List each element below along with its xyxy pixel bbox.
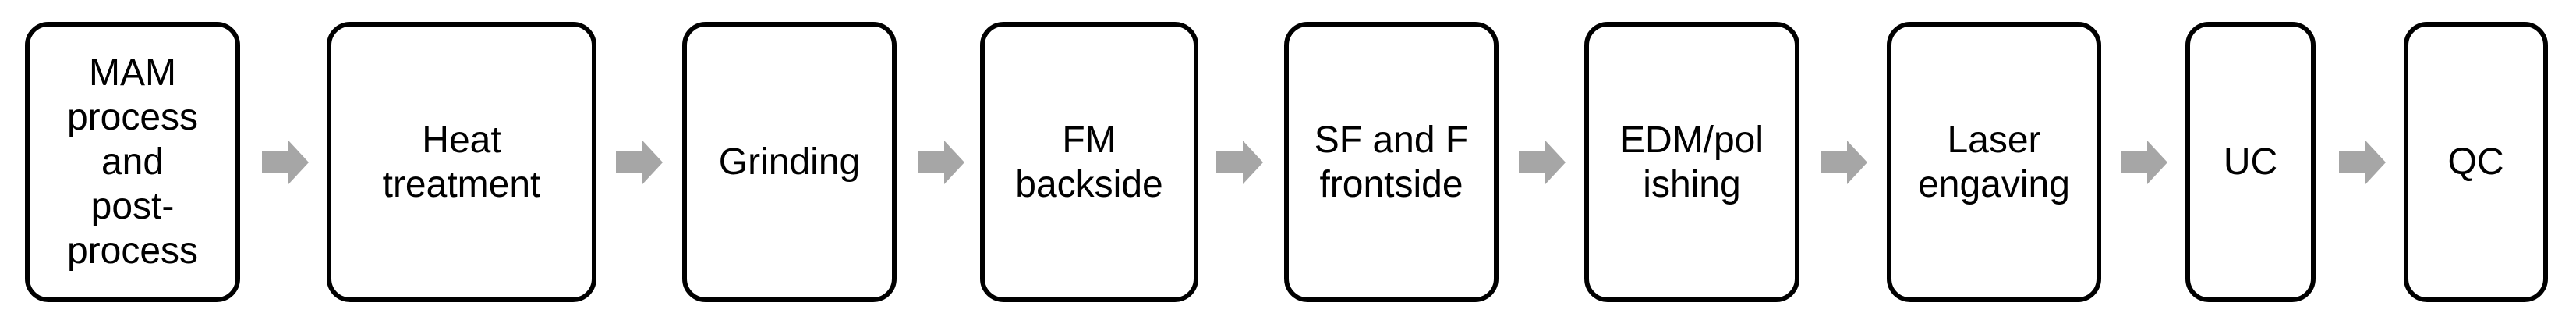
step-laser-engaving: Laser engaving [1887,22,2101,302]
step-label-line: ishing [1643,163,1741,205]
step-edm-polishing: EDM/pol ishing [1584,22,1799,302]
step-label-line: process [66,97,199,138]
step-sf-f-frontside: SF and F frontside [1284,22,1499,302]
step-mam-process: MAM process and post- process [25,22,240,302]
step-label: FM backside [1015,118,1162,207]
arrow-right-icon [1519,141,1566,184]
step-fm-backside: FM backside [980,22,1198,302]
step-grinding: Grinding [682,22,897,302]
step-label-line: frontside [1319,163,1463,205]
step-label-line: Heat [422,119,501,161]
arrow-right-icon [616,141,663,184]
step-label-line: engaving [1918,163,2070,205]
step-label-line: Grinding [718,141,861,183]
step-label-line: backside [1015,163,1163,205]
step-label-line: FM [1062,119,1116,161]
step-label-line: SF and F [1314,119,1469,161]
step-uc: UC [2185,22,2316,302]
step-label: SF and F frontside [1315,118,1468,207]
arrow-right-icon [2339,141,2386,184]
step-label-line: MAM [89,52,176,94]
step-label-line: process [66,230,199,272]
step-label-line: EDM/pol [1619,119,1764,161]
step-label-line: and [101,141,165,183]
step-label-line: QC [2447,141,2504,183]
step-label: EDM/pol ishing [1620,118,1764,207]
step-label: Laser engaving [1918,118,2070,207]
step-label: Grinding [719,140,860,184]
step-label: MAM process and post- process [67,51,198,273]
arrow-right-icon [2121,141,2167,184]
step-label-line: Laser [1947,119,2041,161]
step-label-line: treatment [382,163,541,205]
step-label: Heat treatment [383,118,541,207]
arrow-right-icon [1216,141,1263,184]
step-qc: QC [2404,22,2548,302]
step-heat-treatment: Heat treatment [327,22,596,302]
arrow-right-icon [262,141,309,184]
step-label-line: UC [2223,141,2278,183]
step-label: UC [2224,140,2277,184]
arrow-right-icon [1821,141,1867,184]
arrow-right-icon [918,141,964,184]
step-label-line: post- [90,186,175,227]
step-label: QC [2448,140,2504,184]
